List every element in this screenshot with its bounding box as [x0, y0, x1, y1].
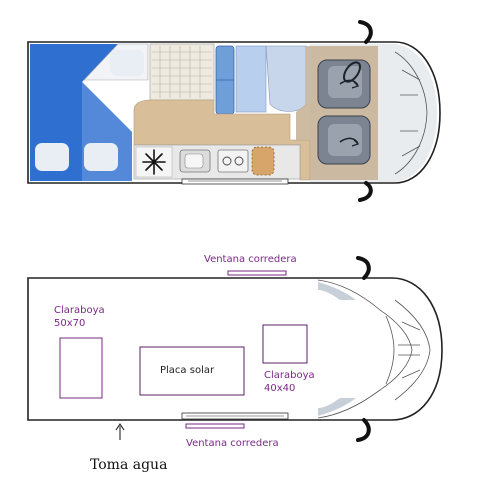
stool-area: [265, 45, 307, 112]
skylight-40x40: [262, 324, 308, 364]
wardrobe: [251, 146, 275, 176]
water-inlet-label: Toma agua: [90, 457, 167, 473]
pillow-2: [84, 143, 118, 171]
snowflake-icon: [142, 149, 166, 175]
mirror-left-top: [358, 20, 373, 44]
passenger-seat: [317, 115, 371, 165]
sliding-window-bottom-marker: [185, 423, 245, 429]
mirror-right-bottom: [356, 418, 371, 442]
bathroom-texture: [152, 46, 212, 98]
dinette-table: [235, 45, 267, 113]
cab-front-lines: [317, 279, 431, 419]
hob: [217, 149, 249, 173]
mirror-right-top: [358, 181, 373, 202]
solar-panel: [139, 346, 245, 396]
skylight-50x70: [59, 337, 103, 399]
van-body-outline-bottom: [27, 277, 443, 421]
sliding-window-top-marker: [227, 270, 287, 276]
roof-plan: Ventana corredera Claraboya 50x70 Placa …: [27, 254, 443, 473]
kitchen-counter: [133, 99, 311, 181]
interior-layout-plan: [27, 20, 441, 202]
sliding-window-bottom-label: Ventana corredera: [186, 438, 279, 449]
skylight-left-label-line1: Claraboya: [54, 305, 105, 316]
cab-shade-2: [318, 398, 356, 416]
skylight-left-label-line2: 50x70: [54, 318, 85, 329]
cab-shade: [318, 282, 356, 300]
skylight-right-label-line1: Claraboya: [264, 370, 315, 381]
mirror-left-bottom: [356, 256, 371, 280]
solar-panel-label: Placa solar: [160, 365, 215, 376]
skylight-right-label-line2: 40x40: [264, 383, 295, 394]
hood-lines: [394, 51, 428, 175]
steering-wheel-icon: [343, 61, 361, 83]
water-inlet-arrow-icon: [115, 423, 125, 440]
driver-seat: [317, 59, 371, 109]
pillow-1: [35, 143, 69, 171]
sliding-door-rail-top: [181, 178, 289, 185]
sliding-window-top-label: Ventana corredera: [204, 254, 297, 265]
pillow-3: [110, 50, 144, 76]
bathroom: [149, 43, 215, 101]
